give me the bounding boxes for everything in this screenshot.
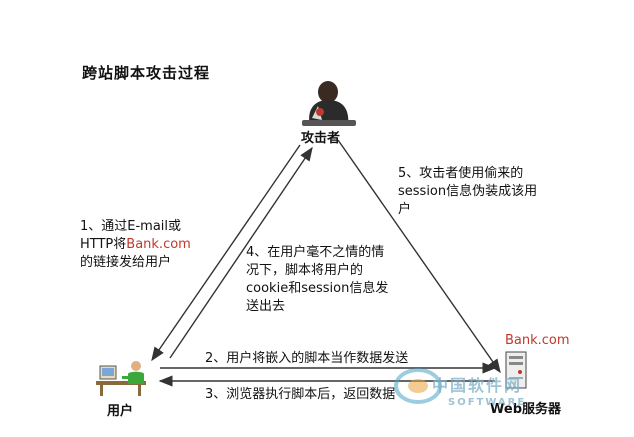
arrow-attacker-to-user <box>151 144 301 362</box>
server-icon <box>505 351 527 389</box>
step4-line3: cookie和session信息发 <box>246 281 389 296</box>
step4-line1: 4、在用户毫不之情的情 <box>246 245 385 260</box>
arrow-attacker-to-server <box>337 139 501 374</box>
watermark-cn: 中国软件网 <box>432 376 523 395</box>
step5-line2: session信息伪装成该用 <box>398 184 538 199</box>
step2-label: 2、用户将嵌入的脚本当作数据发送 <box>205 351 409 366</box>
step4-line2: 况下，脚本将用户的 <box>246 263 364 278</box>
attacker-label: 攻击者 <box>301 131 341 146</box>
step4-label: 4、在用户毫不之情的情 况下，脚本将用户的 cookie和session信息发 … <box>246 244 388 316</box>
step4-line4: 送出去 <box>246 299 286 314</box>
watermark-en: SOFTWARE <box>448 397 527 408</box>
step5-line1: 5、攻击者使用偷来的 <box>398 166 524 181</box>
user-label: 用户 <box>107 404 134 419</box>
step1-line3: 的链接发给用户 <box>80 255 172 270</box>
step1-bank-link: Bank.com <box>126 237 191 252</box>
server-brand-label: Bank.com <box>505 333 570 348</box>
page-title: 跨站脚本攻击过程 <box>82 64 211 82</box>
step5-label: 5、攻击者使用偷来的 session信息伪装成该用 户 <box>398 165 537 219</box>
step3-label: 3、浏览器执行脚本后，返回数据 <box>205 387 396 402</box>
watermark-logo <box>394 368 442 404</box>
arrow-user-to-attacker <box>169 146 313 359</box>
server-label: Web服务器 <box>490 402 561 417</box>
step1-label: 1、通过E-mail或 HTTP将Bank.com 的链接发给用户 <box>80 218 191 272</box>
step1-line2: HTTP将Bank.com <box>80 237 191 252</box>
attacker-icon <box>302 81 356 126</box>
step5-line3: 户 <box>398 202 412 217</box>
step1-line1: 1、通过E-mail或 <box>80 219 182 234</box>
user-icon <box>96 361 146 396</box>
